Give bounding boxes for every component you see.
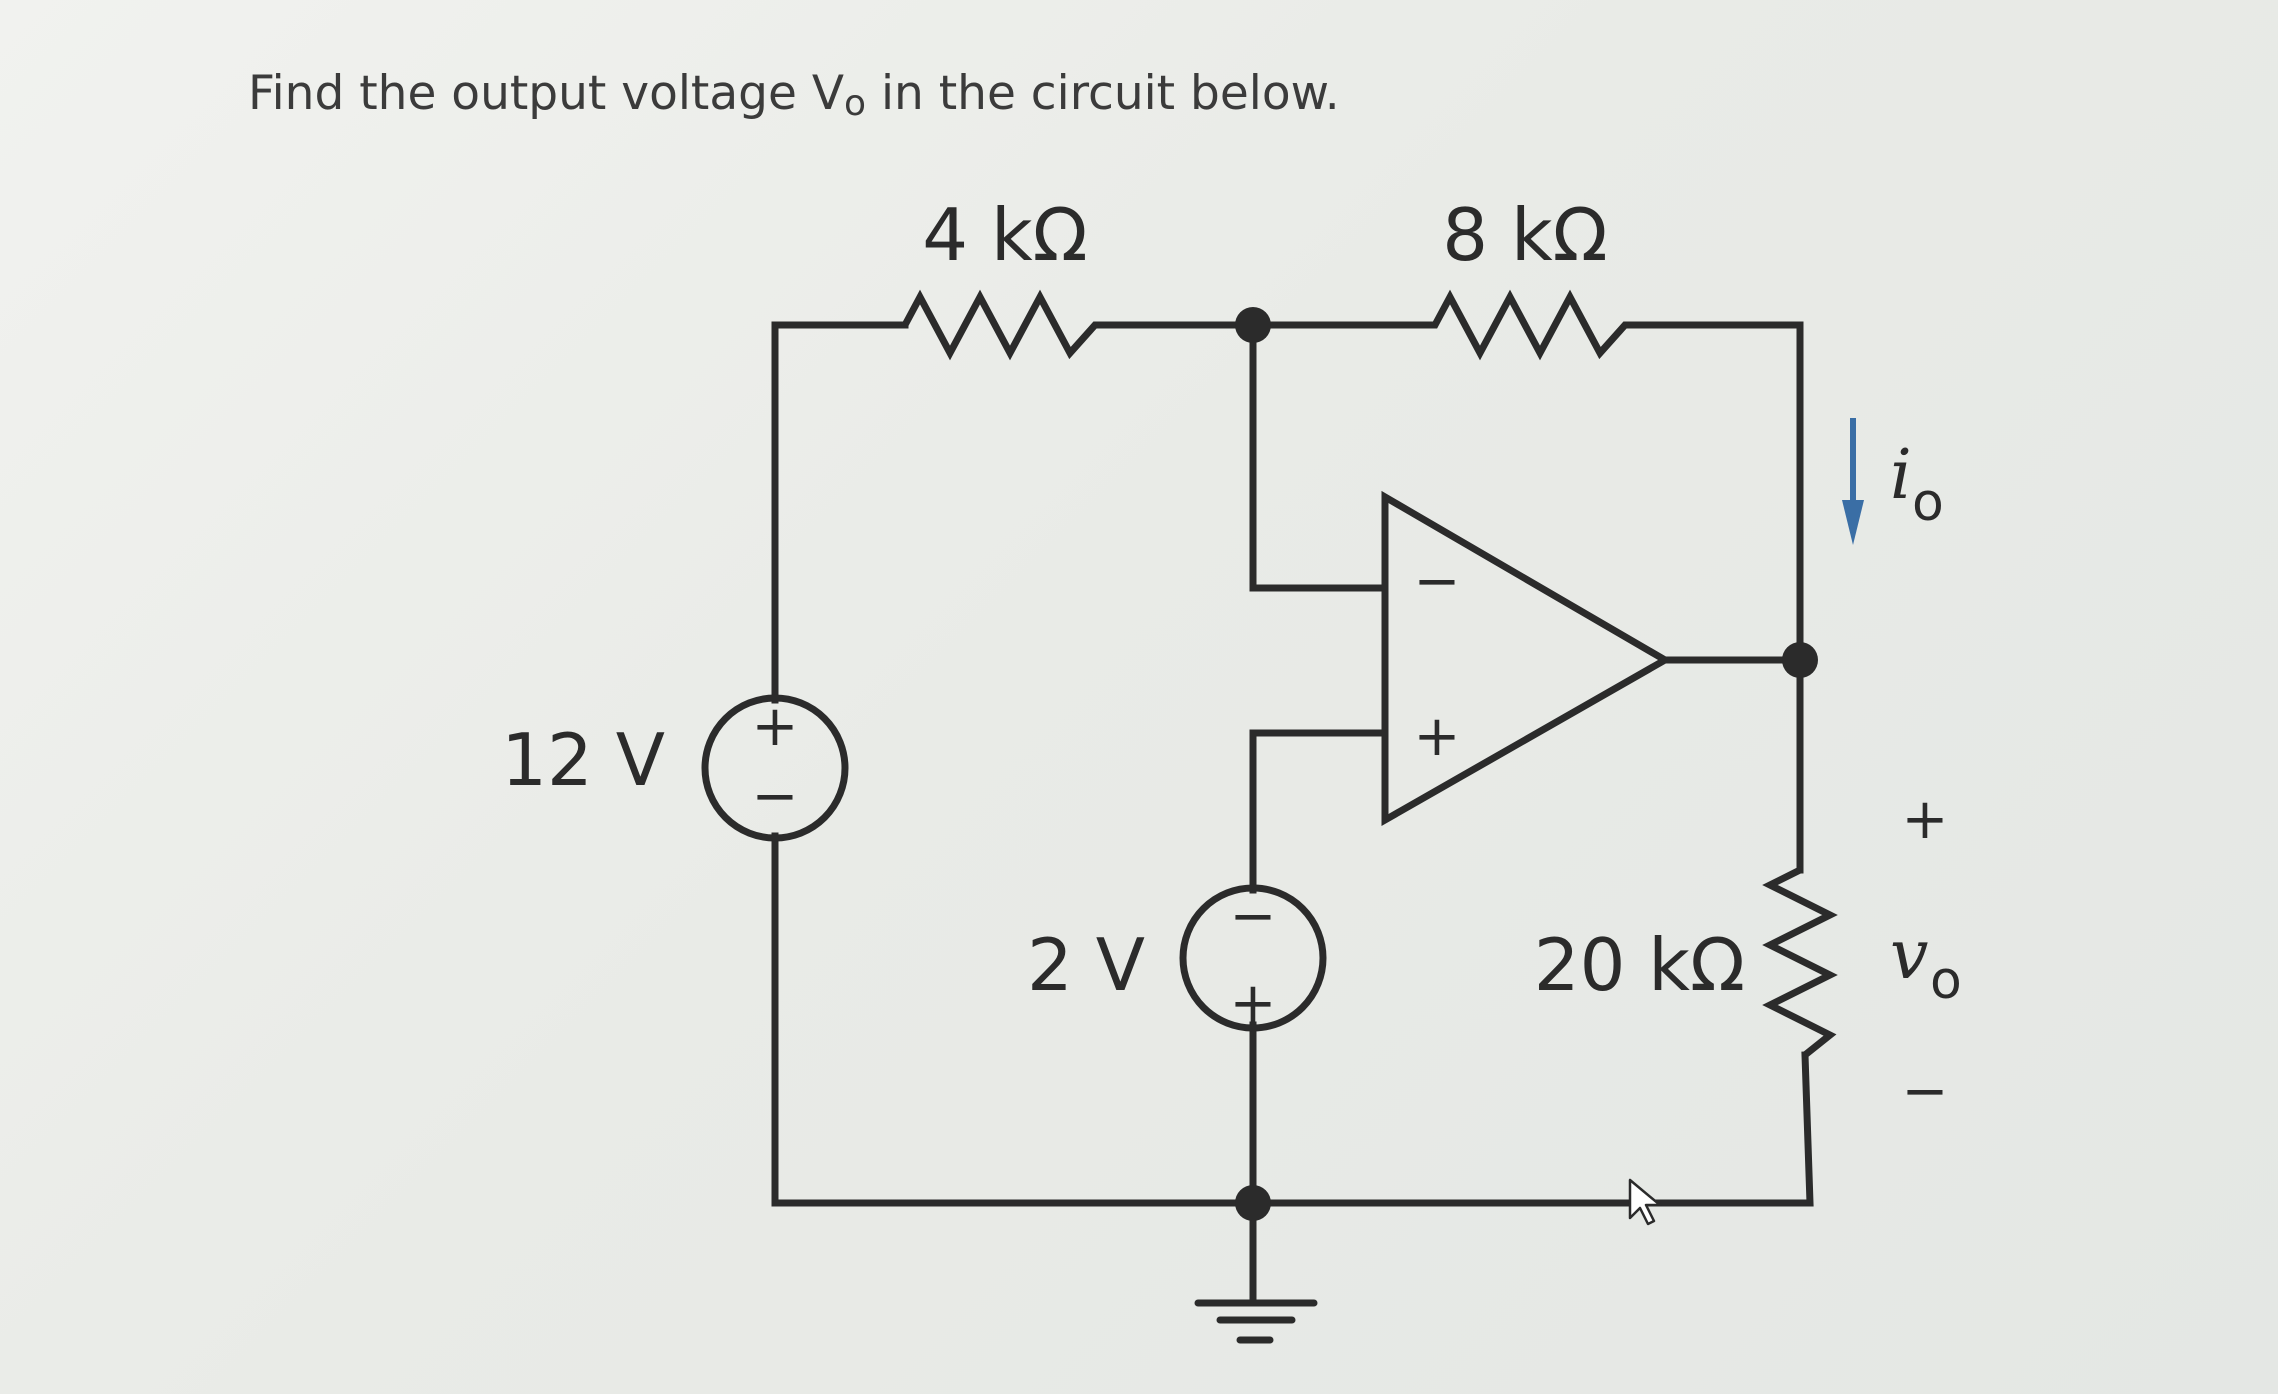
- source-2v-plus: +: [1230, 971, 1277, 1036]
- source-12v-label: 12 V: [501, 718, 665, 802]
- node-top: [1235, 307, 1271, 343]
- wire-output-bottom: [1249, 1051, 1814, 1207]
- opamp-noninverting-sign: +: [1414, 704, 1461, 769]
- resistor-20k: [1762, 866, 1838, 1059]
- output-minus: −: [1902, 1059, 1949, 1124]
- opamp-inverting-sign: −: [1414, 549, 1461, 614]
- opamp-triangle: [1381, 490, 1673, 827]
- source-2v-label: 2 V: [1027, 923, 1145, 1007]
- mouse-cursor-icon: [1628, 1178, 1662, 1226]
- resistor-4k: [901, 289, 1257, 361]
- resistor-8k-label: 8 kΩ: [1442, 193, 1607, 277]
- source-2v-circle: [1179, 884, 1327, 1032]
- resistor-20k-label: 20 kΩ: [1534, 923, 1745, 1007]
- current-io-var: i: [1890, 436, 1912, 515]
- resistor-4k-label: 4 kΩ: [922, 193, 1087, 277]
- node-ground: [1235, 1185, 1271, 1221]
- question-text: Find the output voltage Vo in the circui…: [248, 66, 1340, 124]
- output-vo-var: v: [1890, 916, 1928, 995]
- question-text-after: in the circuit below.: [866, 66, 1340, 121]
- resistor-8k: [1249, 289, 1804, 664]
- wire-noninverting-input: [1249, 729, 1389, 894]
- wire-inverting-input: [1249, 321, 1389, 592]
- wire-left-bottom: [771, 832, 1257, 1207]
- output-vo-sub: o: [1930, 951, 1962, 1011]
- node-output: [1782, 642, 1818, 678]
- wire-left-top: [771, 321, 909, 704]
- current-arrow-icon: [1842, 418, 1864, 545]
- question-subscript: o: [843, 83, 866, 124]
- source-12v-circle: [701, 694, 849, 842]
- source-2v-minus: −: [1230, 884, 1277, 949]
- ground-symbol: [1194, 1299, 1318, 1344]
- question-text-before: Find the output voltage V: [248, 66, 844, 121]
- source-12v-minus: −: [752, 764, 799, 829]
- current-io-sub: o: [1912, 473, 1944, 533]
- source-12v-plus: +: [752, 694, 799, 759]
- output-plus: +: [1902, 787, 1949, 852]
